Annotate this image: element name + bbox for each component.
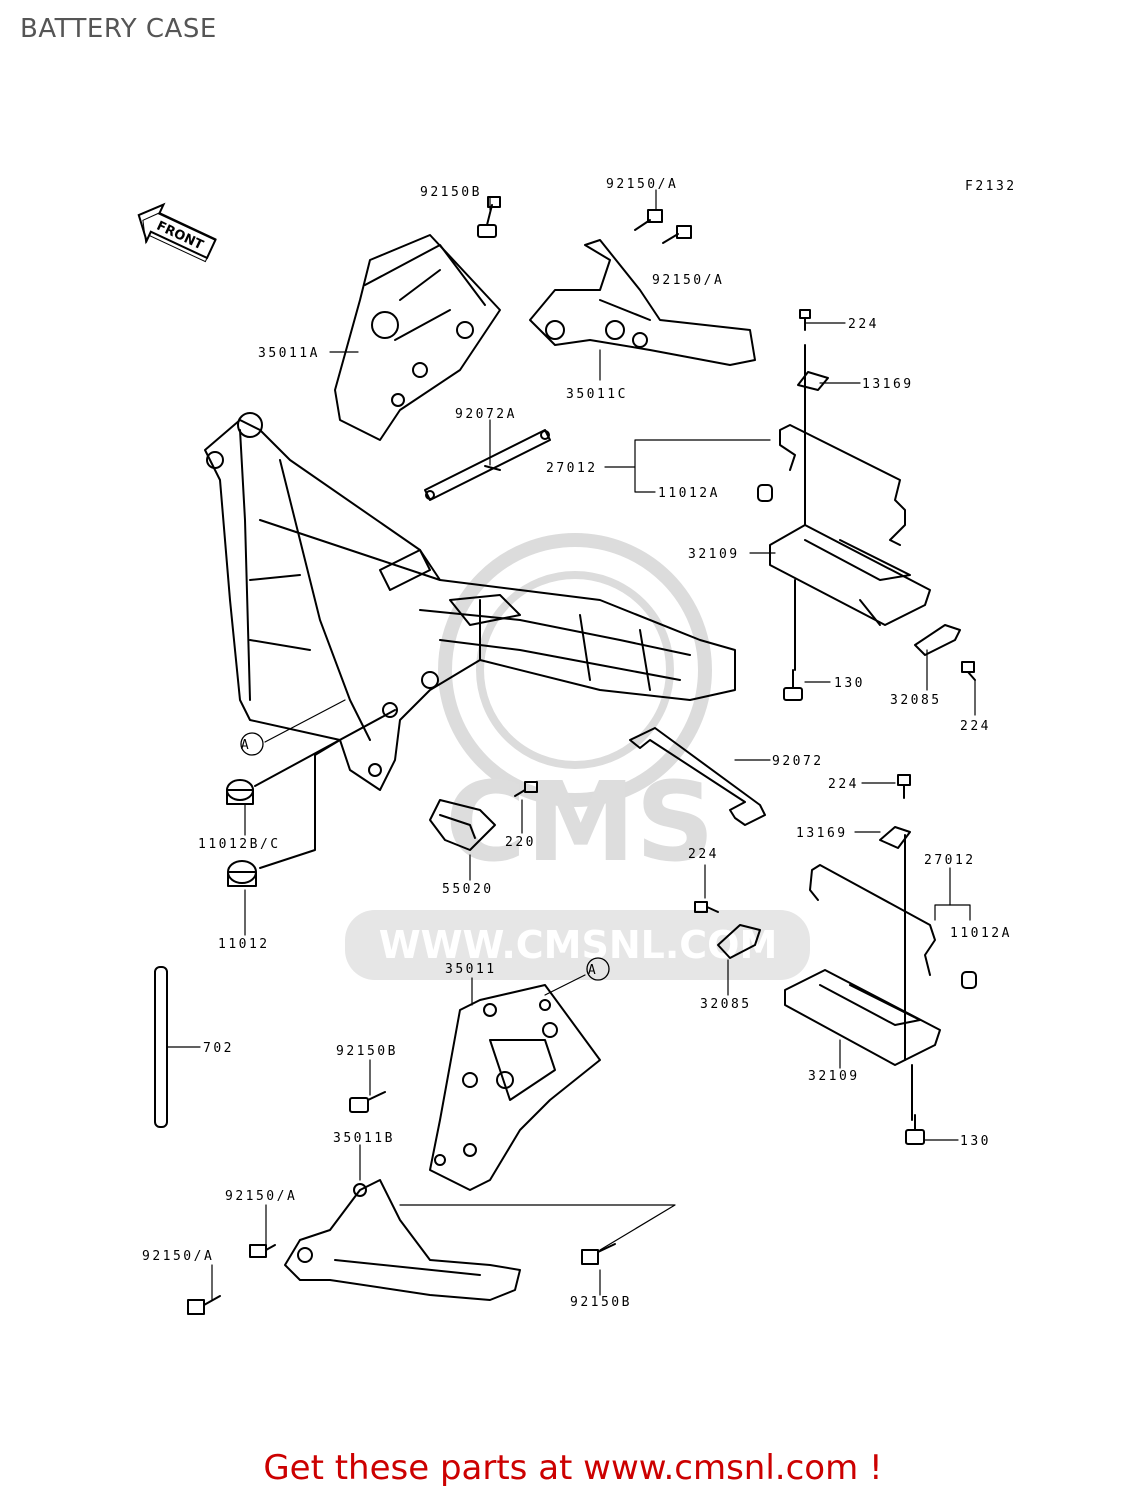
- callout-224-top: 224: [848, 317, 879, 332]
- bracket-35011b: [284, 1179, 521, 1301]
- callout-92150a-top: 92150/A: [606, 177, 678, 192]
- callout-11012a-top: 11012A: [658, 486, 720, 501]
- callout-92072: 92072: [772, 754, 824, 769]
- leader-lines: [166, 189, 976, 1301]
- callout-35011c: 35011C: [566, 387, 628, 402]
- callout-27012-low: 27012: [924, 853, 976, 868]
- callout-224-right: 224: [960, 719, 991, 734]
- callout-32109-low: 32109: [808, 1069, 860, 1084]
- cap-11012a-lower: [961, 971, 977, 989]
- callout-11012: 11012: [218, 937, 270, 952]
- frame: [204, 412, 736, 791]
- bolt-224-right: [961, 661, 976, 681]
- bracket-35011: [429, 984, 601, 1191]
- ref-label-a-lower: A: [588, 963, 598, 978]
- bolt-92150b-left: [349, 1091, 386, 1113]
- strap-92072a: [424, 429, 551, 501]
- pipe-702: [154, 966, 168, 1128]
- bracket-35011c: [529, 239, 756, 366]
- bolt-220: [514, 781, 538, 797]
- clip-13169-lower: [879, 826, 911, 849]
- bolt-224-low: [694, 901, 719, 913]
- callout-35011: 35011: [445, 962, 497, 977]
- callout-11012bc: 11012B/C: [198, 837, 281, 852]
- callout-27012-top: 27012: [546, 461, 598, 476]
- callout-92150b-left: 92150B: [336, 1044, 398, 1059]
- rod-27012-lower: [809, 864, 936, 976]
- callout-11012a-low: 11012A: [950, 926, 1012, 941]
- clip-32085-lower: [717, 924, 761, 959]
- front-arrow-icon: FRONT: [137, 202, 217, 263]
- ref-circle-a-upper: [240, 732, 264, 756]
- callout-35011b: 35011B: [333, 1131, 395, 1146]
- callout-92072a: 92072A: [455, 407, 517, 422]
- callout-92150b-top: 92150B: [420, 185, 482, 200]
- footer-link[interactable]: Get these parts at www.cmsnl.com !: [263, 1448, 883, 1488]
- bracket-35011a: [334, 234, 501, 441]
- cap-11012a-upper: [757, 484, 773, 502]
- callout-92150b-bottom: 92150B: [570, 1295, 632, 1310]
- bolt-130-upper: [783, 579, 803, 701]
- grommet-11012bc: [226, 779, 254, 805]
- callout-130-top: 130: [834, 676, 865, 691]
- callout-702: 702: [203, 1041, 234, 1056]
- callout-32085-top: 32085: [890, 693, 942, 708]
- callout-32109-top: 32109: [688, 547, 740, 562]
- rubber-55020: [429, 799, 496, 851]
- rod-27012-upper: [779, 424, 906, 546]
- ref-label-a-upper: A: [241, 738, 251, 753]
- watermark-brand: CMS: [445, 758, 714, 886]
- bolt-224-top: [799, 309, 811, 331]
- callout-224-low: 224: [688, 847, 719, 862]
- bolt-224-mid: [897, 774, 911, 799]
- bolt-92150a-bl2: [187, 1295, 221, 1315]
- callout-35011a: 35011A: [258, 346, 320, 361]
- callout-130-low: 130: [960, 1134, 991, 1149]
- watermark: CMS WWW.CMSNL.COM: [345, 533, 810, 980]
- callout-224-mid: 224: [828, 777, 859, 792]
- figure-code: F2132: [965, 179, 1017, 194]
- watermark-url: WWW.CMSNL.COM: [379, 923, 778, 967]
- strap-92072: [629, 727, 766, 826]
- callout-92150a-bl2: 92150/A: [142, 1249, 214, 1264]
- callout-92150a-bl1: 92150/A: [225, 1189, 297, 1204]
- grommet-11012: [227, 860, 257, 887]
- callout-labels: 92150B 92150/A 92150/A 35011A 35011C 224…: [142, 177, 1012, 1310]
- page-title: BATTERY CASE: [20, 14, 217, 44]
- callout-13169-low: 13169: [796, 826, 848, 841]
- callout-32085-low: 32085: [700, 997, 752, 1012]
- callout-13169-top: 13169: [862, 377, 914, 392]
- battery-case-32109-upper: [769, 344, 931, 626]
- callout-55020: 55020: [442, 882, 494, 897]
- bolt-92150b-bottom: [581, 1243, 616, 1265]
- bolt-130-lower: [905, 1114, 925, 1145]
- bolt-92150a-bl1: [249, 1244, 276, 1258]
- ref-lines-grommet: [254, 709, 396, 869]
- callout-92150a-mid: 92150/A: [652, 273, 724, 288]
- ref-circle-a-lower: [586, 957, 610, 981]
- clip-13169-upper: [797, 371, 829, 391]
- bolt-92150b-top: [477, 196, 501, 238]
- bolt-92150a-upper: [634, 209, 692, 244]
- callout-220: 220: [505, 835, 536, 850]
- battery-case-32109-lower: [784, 834, 941, 1121]
- clip-32085-upper: [914, 624, 961, 656]
